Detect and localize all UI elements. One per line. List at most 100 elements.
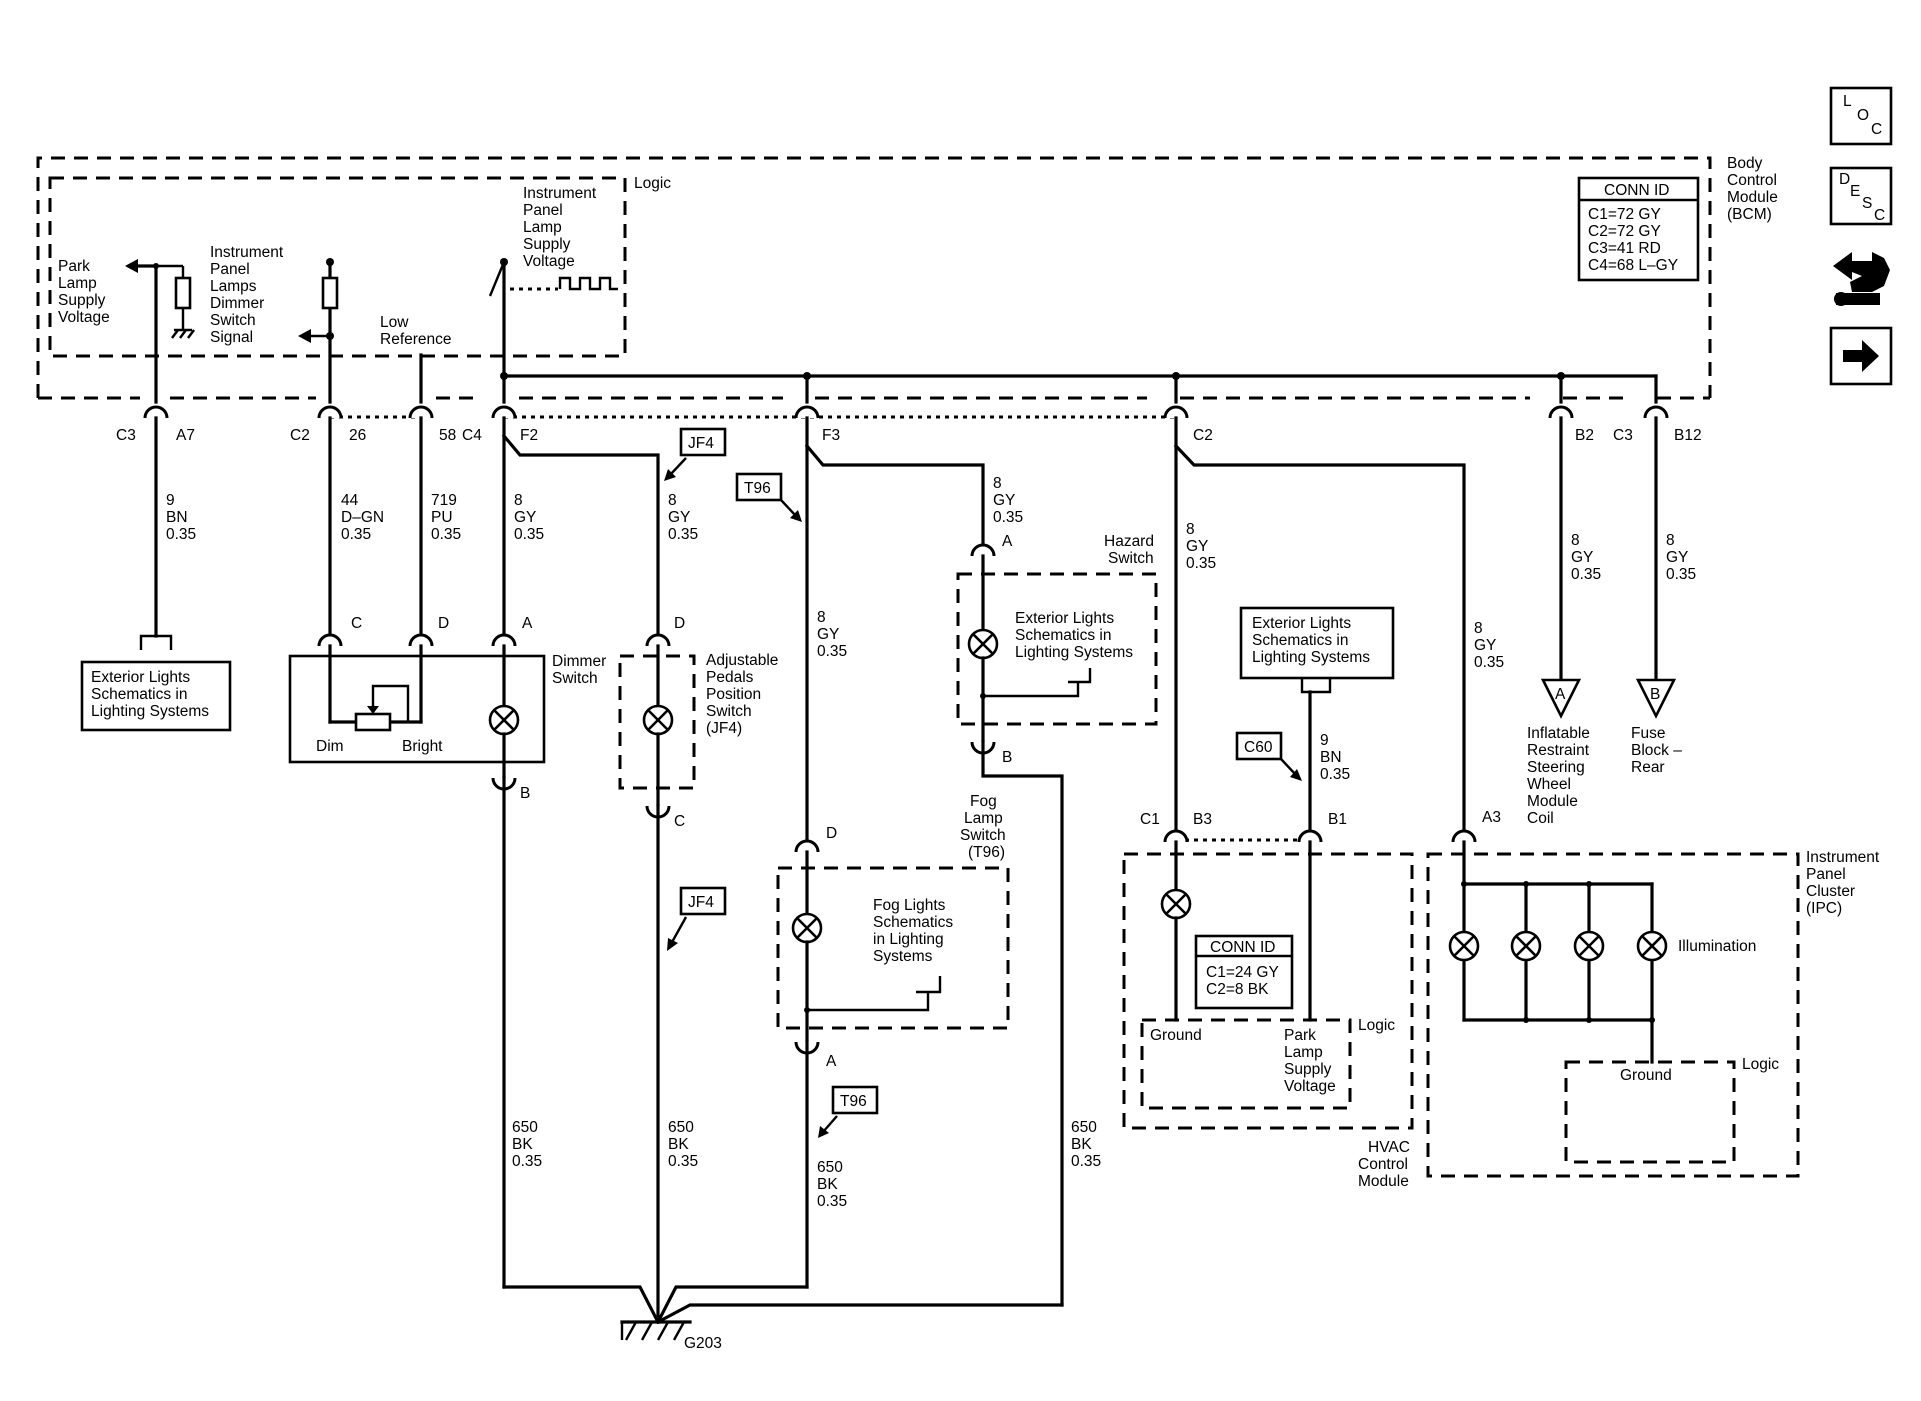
svg-text:C2=8 BK: C2=8 BK (1206, 981, 1269, 998)
pedals-bulb-icon (642, 704, 674, 736)
svg-text:(IPC): (IPC) (1806, 900, 1842, 917)
hazard-switch: A Hazard Switch Exterior Lights Schemati… (956, 533, 1158, 1307)
svg-text:D–GN: D–GN (341, 509, 384, 526)
svg-text:Reference: Reference (380, 331, 452, 348)
svg-text:8: 8 (514, 492, 523, 509)
svg-text:Voltage: Voltage (58, 309, 110, 326)
connector-tool-icon[interactable] (1833, 252, 1890, 306)
svg-text:E: E (1850, 183, 1860, 200)
svg-text:0.35: 0.35 (668, 1153, 698, 1170)
svg-text:D: D (438, 615, 449, 632)
svg-text:GY: GY (514, 509, 536, 526)
ground-wires: 650 BK 0.35 650 BK 0.35 G203 (502, 776, 1064, 1352)
svg-text:26: 26 (349, 427, 366, 444)
svg-text:D: D (826, 825, 837, 842)
loc-button[interactable]: L O C (1829, 86, 1893, 146)
ipc-bulb-4-icon (1636, 930, 1668, 962)
svg-text:C1=24 GY: C1=24 GY (1206, 964, 1279, 981)
bcm-logic-box: Logic (48, 175, 671, 358)
svg-text:C4: C4 (462, 427, 482, 444)
svg-text:Position: Position (706, 686, 761, 703)
svg-text:650: 650 (1071, 1119, 1097, 1136)
svg-text:Low: Low (380, 314, 409, 331)
svg-text:D: D (1839, 171, 1850, 188)
svg-text:C: C (1871, 121, 1882, 138)
svg-text:A: A (522, 615, 533, 632)
svg-text:C1: C1 (1140, 811, 1160, 828)
svg-text:BN: BN (1320, 749, 1342, 766)
svg-text:Switch: Switch (706, 703, 752, 720)
svg-text:Signal: Signal (210, 329, 253, 346)
ip-lamp-supply: Instrument Panel Lamp Supply Voltage (488, 185, 618, 404)
svg-text:BN: BN (166, 509, 188, 526)
svg-text:GY: GY (1474, 637, 1496, 654)
svg-text:GY: GY (1571, 549, 1593, 566)
arrow-right-icon (1843, 340, 1879, 372)
svg-text:Control: Control (1727, 172, 1777, 189)
fog-lamp-switch: D Fog Lamp Switch (T96) Fog Lights Schem… (776, 793, 1010, 1289)
svg-text:B3: B3 (1193, 811, 1212, 828)
svg-text:Pedals: Pedals (706, 669, 754, 686)
svg-text:Park: Park (58, 258, 90, 275)
svg-text:C2: C2 (290, 427, 310, 444)
svg-text:0.35: 0.35 (993, 509, 1023, 526)
svg-text:CONN ID: CONN ID (1210, 939, 1275, 956)
svg-text:Instrument: Instrument (210, 244, 284, 261)
svg-text:Supply: Supply (1284, 1061, 1332, 1078)
svg-text:9: 9 (1320, 732, 1329, 749)
svg-text:(JF4): (JF4) (706, 720, 742, 737)
svg-text:8: 8 (817, 609, 826, 626)
svg-text:A3: A3 (1482, 809, 1501, 826)
hvac-bulb-icon (1160, 888, 1192, 920)
svg-text:Rear: Rear (1631, 759, 1665, 776)
svg-text:G203: G203 (684, 1335, 722, 1352)
svg-text:Logic: Logic (1742, 1056, 1779, 1073)
svg-text:8: 8 (1666, 532, 1675, 549)
svg-text:Control: Control (1358, 1156, 1408, 1173)
svg-text:Adjustable: Adjustable (706, 652, 778, 669)
svg-text:Hazard: Hazard (1104, 533, 1154, 550)
svg-text:8: 8 (1474, 620, 1483, 637)
svg-text:Park: Park (1284, 1027, 1316, 1044)
svg-text:A7: A7 (176, 427, 195, 444)
svg-text:Module: Module (1527, 793, 1578, 810)
svg-text:0.35: 0.35 (341, 526, 371, 543)
wire-26: 44 D–GN 0.35 (328, 416, 384, 638)
svg-text:Schematics: Schematics (873, 914, 953, 931)
hazard-bulb-icon (967, 628, 999, 660)
svg-text:Ground: Ground (1620, 1067, 1672, 1084)
svg-text:BK: BK (1071, 1136, 1092, 1153)
svg-text:Module: Module (1727, 189, 1778, 206)
wire-58: 719 PU 0.35 (419, 416, 461, 638)
dimmer-bulb-icon (488, 704, 520, 736)
svg-text:GY: GY (817, 626, 839, 643)
svg-text:Steering: Steering (1527, 759, 1585, 776)
wire-a7: 9 BN 0.35 (139, 416, 196, 650)
svg-text:(BCM): (BCM) (1727, 206, 1772, 223)
svg-text:Lamp: Lamp (1284, 1044, 1323, 1061)
adjustable-pedals-switch: D C Adjustable Pedals Position Switch (J… (618, 615, 778, 830)
svg-text:0.35: 0.35 (668, 526, 698, 543)
svg-text:8: 8 (1186, 521, 1195, 538)
svg-text:Voltage: Voltage (523, 253, 575, 270)
t96-ref-1: T96 (735, 472, 802, 522)
svg-text:Exterior Lights: Exterior Lights (1252, 615, 1351, 632)
svg-text:F2: F2 (520, 427, 538, 444)
svg-text:B: B (1650, 686, 1660, 703)
svg-text:C3=41 RD: C3=41 RD (1588, 240, 1661, 257)
svg-text:Dimmer: Dimmer (552, 653, 606, 670)
svg-text:Coil: Coil (1527, 810, 1554, 827)
next-arrow-button[interactable] (1829, 326, 1893, 386)
desc-button[interactable]: D E S C (1829, 166, 1893, 226)
wire-f2: 8 GY 0.35 8 GY 0.35 (501, 416, 698, 638)
svg-text:Cluster: Cluster (1806, 883, 1855, 900)
svg-text:650: 650 (512, 1119, 538, 1136)
svg-text:Fog Lights: Fog Lights (873, 897, 946, 914)
svg-text:HVAC: HVAC (1368, 1139, 1410, 1156)
ext-lights-ref-1: Exterior Lights Schematics in Lighting S… (80, 660, 232, 732)
jf4-ref-1: JF4 (664, 427, 727, 481)
svg-text:58: 58 (439, 427, 456, 444)
svg-text:Fog: Fog (970, 793, 997, 810)
svg-text:BK: BK (817, 1176, 838, 1193)
